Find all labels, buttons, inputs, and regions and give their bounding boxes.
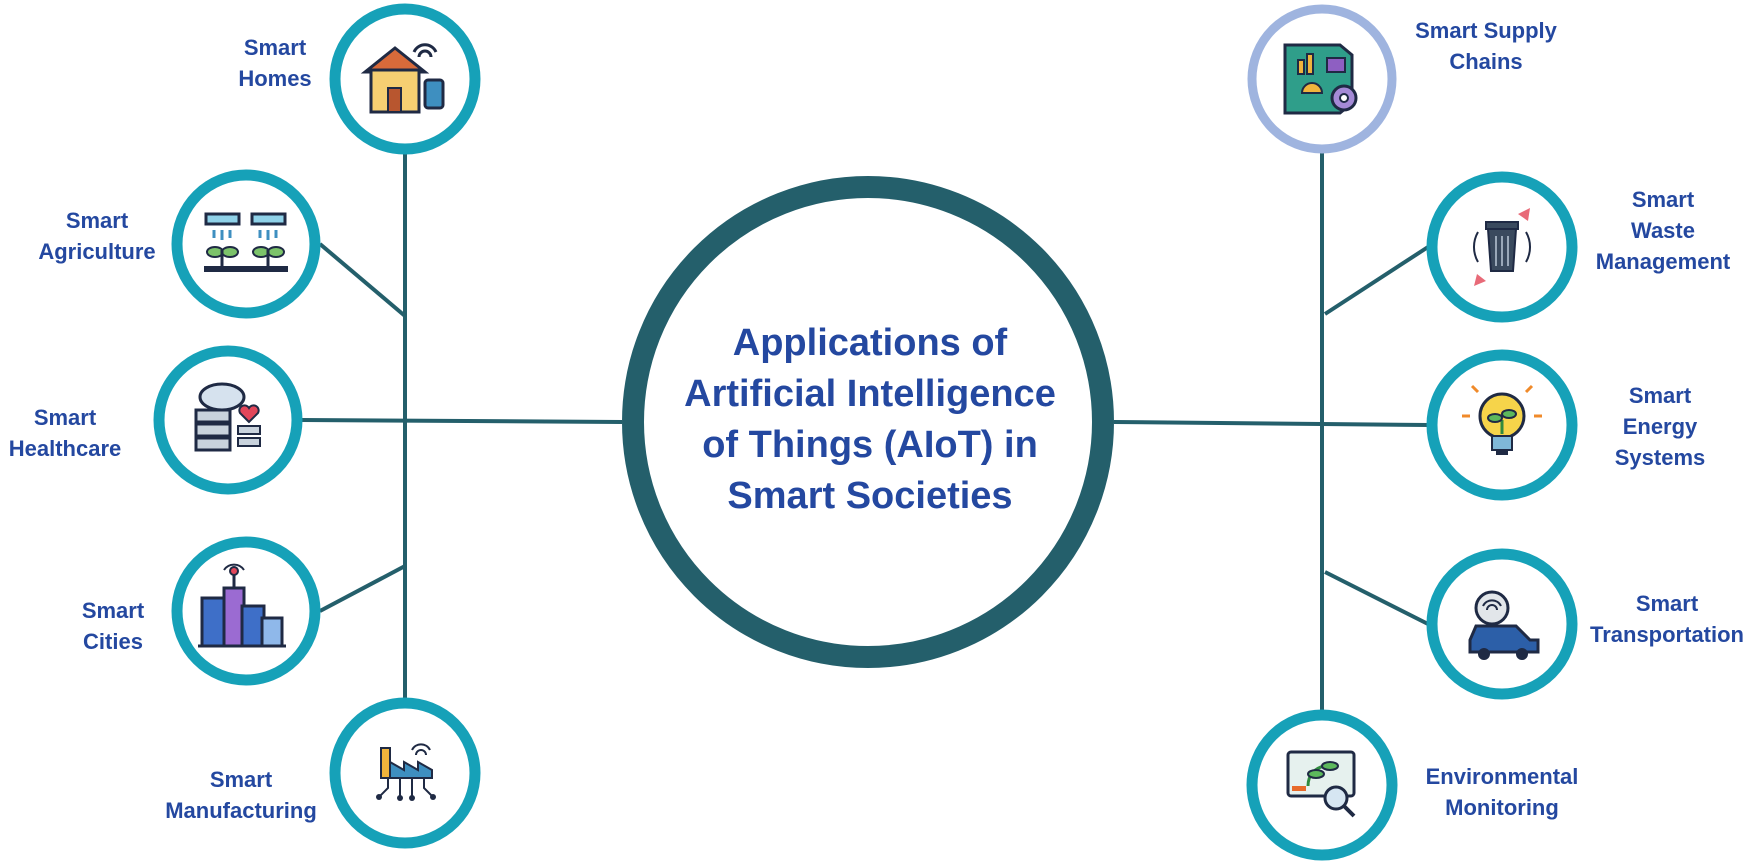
hub-title-line-1: Applications of <box>732 322 1008 364</box>
left-branch-cities <box>319 564 406 613</box>
smart-energy-systems-label: Smart Energy Systems <box>1614 383 1706 470</box>
monitor-search-icon <box>1286 750 1356 818</box>
left-branch-healthcare <box>301 418 623 424</box>
central-hub-title: Applications of Artificial Intelligence … <box>620 318 1120 522</box>
central-hub-ring <box>622 176 1114 668</box>
factory-circuit-icon <box>376 743 436 801</box>
connected-car-icon <box>1468 590 1540 660</box>
health-server-icon <box>194 382 261 452</box>
smart-supply-chains-label: Smart Supply Chains <box>1415 18 1557 74</box>
smart-waste-management-label: Smart Waste Management <box>1595 187 1731 274</box>
smart-agriculture-node <box>171 169 321 319</box>
supply-chain-board-icon <box>1283 43 1358 115</box>
irrigation-plants-icon <box>204 212 288 272</box>
right-branch-energy <box>1113 420 1429 427</box>
environmental-monitoring-label: Environmental Monitoring <box>1425 764 1579 820</box>
smart-homes-label: Smart Homes <box>238 35 312 91</box>
smart-cities-label: Smart Cities <box>81 598 145 654</box>
hub-title-line-4: Smart Societies <box>727 475 1013 517</box>
city-buildings-icon <box>198 563 286 648</box>
right-branch-transport <box>1324 570 1429 626</box>
smart-home-icon <box>360 43 445 114</box>
hub-title-line-3: of Things (AIoT) in <box>702 424 1038 466</box>
smart-transportation-label: Smart Transportation <box>1589 591 1744 647</box>
smart-healthcare-label: Smart Healthcare <box>8 405 122 461</box>
light-bulb-leaf-icon <box>1462 384 1542 455</box>
left-branch-agriculture <box>318 242 407 318</box>
smart-manufacturing-label: Smart Manufacturing <box>165 767 317 823</box>
right-branch-waste <box>1323 245 1430 316</box>
connectors <box>301 150 1430 712</box>
recycle-bin-icon <box>1473 208 1531 286</box>
smart-transportation-node <box>1426 548 1578 700</box>
hub-title-line-2: Artificial Intelligence <box>684 373 1056 415</box>
smart-agriculture-label: Smart Agriculture <box>38 208 156 264</box>
